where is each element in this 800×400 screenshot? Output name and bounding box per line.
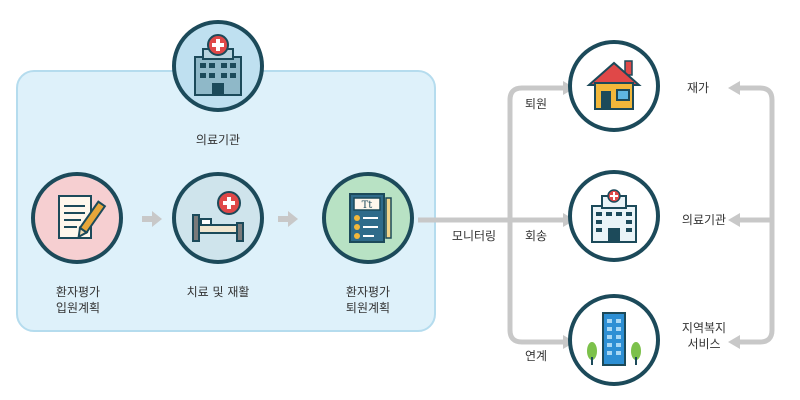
hospital-building-icon (172, 20, 264, 112)
branch-label-transfer: 회송 (524, 229, 548, 243)
medical-institution-label: 의료기관 (195, 133, 241, 147)
destination-label-line: 지역복지 (681, 321, 727, 335)
hospital-building-icon (568, 170, 660, 262)
destination-label-home: 재가 (686, 81, 710, 95)
step-arrow (278, 211, 298, 227)
branch-label-discharge: 퇴원 (524, 97, 548, 111)
destination-label-medical: 의료기관 (681, 213, 727, 227)
destination-label-welfare: 지역복지 서비스 (672, 320, 736, 352)
welfare-building-icon (568, 294, 660, 386)
branch-label-linkage: 연계 (524, 349, 548, 363)
step-label: 환자평가 퇴원계획 (322, 284, 414, 316)
home-icon (568, 40, 660, 132)
writing-plan-icon (31, 172, 123, 264)
step-label-line: 퇴원계획 (345, 301, 391, 315)
discharge-checklist-icon: Tt (322, 172, 414, 264)
step-label: 치료 및 재활 (186, 285, 250, 299)
svg-text:Tt: Tt (362, 200, 373, 211)
step-label-line: 입원계획 (55, 301, 101, 315)
destination-label-line: 서비스 (687, 337, 721, 351)
step-arrow (142, 211, 162, 227)
hospital-bed-icon (172, 172, 264, 264)
monitoring-label: 모니터링 (451, 229, 497, 243)
step-label-line: 환자평가 (55, 285, 101, 299)
step-label: 환자평가 입원계획 (32, 284, 124, 316)
step-label-line: 환자평가 (345, 285, 391, 299)
